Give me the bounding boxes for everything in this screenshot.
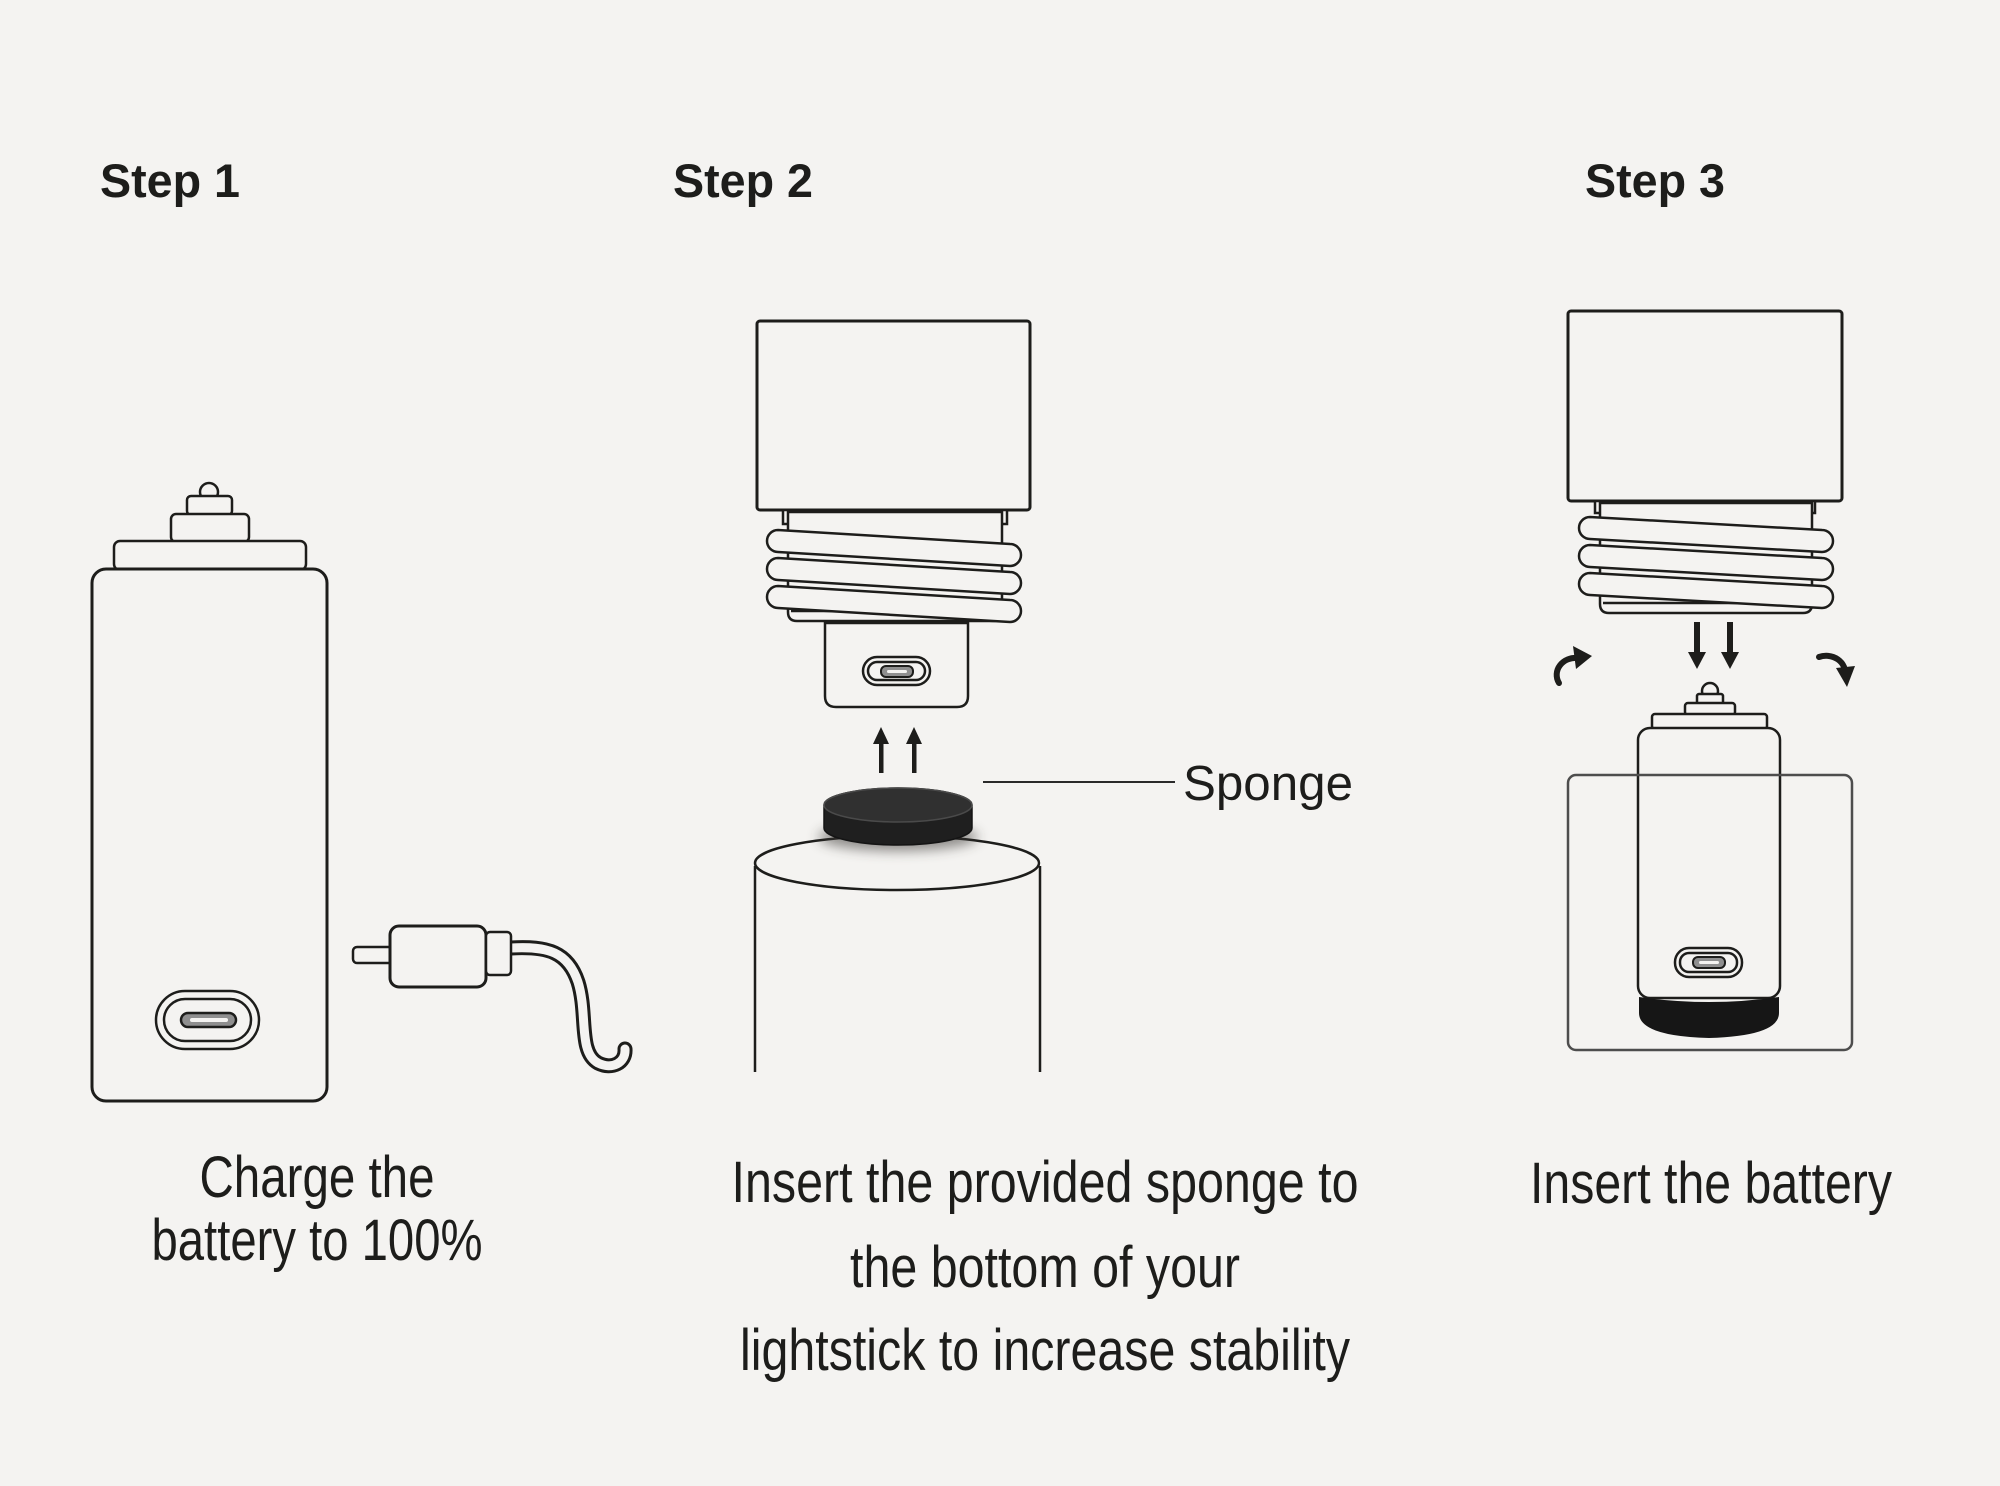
port-slot-contact <box>1699 961 1719 964</box>
head-cap <box>1566 309 1844 503</box>
thread-ridge <box>1577 571 1835 610</box>
battery-terminal-tier-wide <box>112 539 308 572</box>
battery-black-base <box>1639 997 1779 1038</box>
down-arrow-head <box>1721 652 1739 669</box>
step1-caption-line1: Charge the <box>200 1145 435 1210</box>
screw-threads-icon <box>765 510 1023 624</box>
up-arrow-shaft <box>912 743 917 773</box>
thread-ridge <box>1577 543 1835 582</box>
sponge-icon <box>818 787 978 851</box>
lightstick-head-icon <box>755 319 1032 709</box>
up-arrow-head <box>873 727 889 744</box>
port-slot-contact <box>190 1018 228 1022</box>
usb-c-port-icon <box>861 655 932 687</box>
step1-section: Step 1 Charge the battery to 100% <box>90 154 633 1273</box>
up-arrow-shaft <box>879 743 884 773</box>
step3-title: Step 3 <box>1585 154 1725 207</box>
thread-ridge <box>765 584 1023 624</box>
thread-ridge <box>1577 515 1835 554</box>
down-arrow-head <box>1688 652 1706 669</box>
up-arrow-head <box>906 727 922 744</box>
battery-terminal-tier-mid <box>169 512 251 544</box>
rotate-left-arc <box>1553 654 1581 686</box>
step1-caption-line2: battery to 100% <box>152 1208 483 1273</box>
usb-c-port-icon <box>1673 946 1744 979</box>
battery-body <box>90 567 329 1103</box>
battery-icon <box>90 481 329 1103</box>
head-cap <box>755 319 1032 512</box>
step2-title: Step 2 <box>673 154 813 207</box>
sponge-callout-label: Sponge <box>1183 757 1353 811</box>
lightstick-head-icon <box>1566 309 1844 615</box>
step2-section: Step 2 <box>673 154 1359 1383</box>
thread-ridge <box>765 556 1023 596</box>
battery-body <box>1636 726 1782 1000</box>
rotate-left-head <box>1573 646 1592 669</box>
step2-caption-line1: Insert the provided sponge to <box>732 1150 1359 1215</box>
insert-up-arrows-icon <box>873 727 922 773</box>
step1-title: Step 1 <box>100 154 240 207</box>
step3-section: Step 3 <box>1530 154 1892 1216</box>
sponge-top <box>823 787 973 823</box>
plug-pin <box>351 945 395 965</box>
thread-ridge <box>765 528 1023 568</box>
cable-wire-core <box>506 943 630 1071</box>
insert-down-arrows-icon <box>1688 622 1739 669</box>
sponge-callout: Sponge <box>983 757 1353 811</box>
battery-slot-box <box>1566 773 1854 1052</box>
step3-caption-line1: Insert the battery <box>1530 1151 1892 1216</box>
screw-threads-icon <box>1577 501 1835 615</box>
battery-terminal-tier-small <box>185 494 234 517</box>
down-arrow-shaft <box>1727 622 1733 653</box>
step2-caption-line2: the bottom of your <box>850 1235 1240 1300</box>
charging-cable-icon <box>351 924 633 1074</box>
port-slot-contact <box>887 670 907 673</box>
lightstick-body-icon <box>753 834 1042 1072</box>
battery-icon <box>1636 681 1782 1038</box>
usb-c-port-icon <box>154 989 261 1051</box>
down-arrow-shaft <box>1694 622 1700 653</box>
rotate-arrows-icon <box>1553 646 1855 687</box>
rotate-right-head <box>1836 666 1855 687</box>
plug-body <box>388 924 488 989</box>
step2-caption-line3: lightstick to increase stability <box>740 1318 1350 1383</box>
plug-collar <box>484 930 513 977</box>
